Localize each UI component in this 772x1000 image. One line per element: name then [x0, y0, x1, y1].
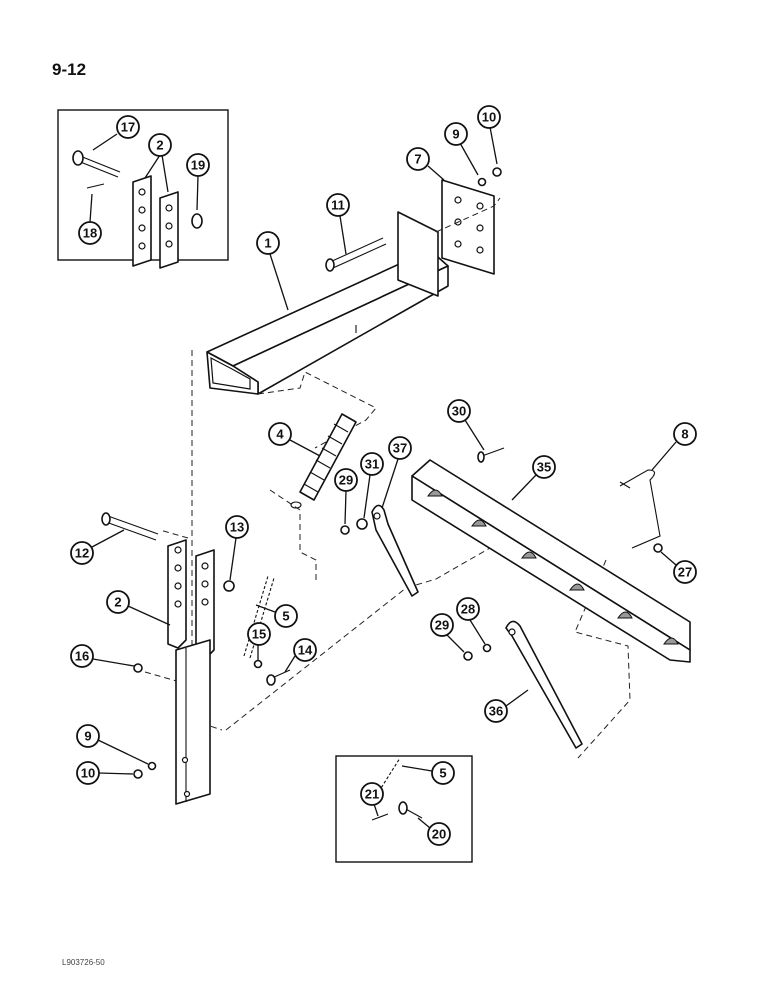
callout-29-upper: 29	[334, 468, 358, 525]
svg-text:27: 27	[678, 565, 692, 580]
callout-10-stand: 10	[76, 761, 134, 785]
svg-text:11: 11	[331, 198, 345, 213]
svg-text:17: 17	[121, 120, 135, 135]
callout-20: 20	[417, 817, 451, 846]
svg-text:12: 12	[75, 546, 89, 561]
nut-13	[223, 580, 235, 592]
svg-text:35: 35	[537, 460, 551, 475]
svg-text:21: 21	[365, 787, 379, 802]
bolt-short	[477, 447, 505, 463]
document-code: L903726-50	[62, 958, 105, 967]
svg-text:36: 36	[489, 704, 503, 719]
lock-washer-top	[477, 177, 487, 187]
clevis-pin-inset	[398, 801, 423, 819]
bolt-long	[325, 237, 387, 272]
callout-28: 28	[456, 597, 486, 645]
svg-text:15: 15	[252, 627, 266, 642]
svg-text:29: 29	[339, 473, 353, 488]
callout-15: 15	[247, 622, 271, 660]
callout-21: 21	[360, 782, 384, 817]
callout-5: 5	[255, 604, 298, 628]
callout-8: 8	[651, 422, 697, 471]
svg-text:37: 37	[393, 441, 407, 456]
stand-leg	[167, 539, 215, 805]
svg-text:20: 20	[432, 827, 446, 842]
callout-9-stand: 9	[76, 724, 149, 765]
cotter-pin-inset	[371, 813, 389, 821]
lock-nut-29	[340, 525, 350, 535]
callout-2-stand: 2	[106, 590, 171, 626]
callout-31: 31	[360, 452, 384, 519]
callout-5-inset: 5	[401, 761, 455, 785]
washer-9b	[147, 761, 157, 771]
u-bolt	[619, 469, 661, 549]
callout-35: 35	[511, 455, 556, 501]
svg-text:5: 5	[282, 609, 289, 624]
washer-inset	[191, 213, 203, 229]
callout-1: 1	[256, 231, 289, 311]
callout-4: 4	[268, 422, 321, 457]
svg-text:2: 2	[156, 138, 163, 153]
callout-12: 12	[70, 529, 125, 565]
svg-text:10: 10	[482, 110, 496, 125]
spring	[290, 413, 357, 509]
svg-text:29: 29	[435, 618, 449, 633]
svg-text:14: 14	[298, 643, 313, 658]
callout-18: 18	[78, 193, 102, 245]
callout-9-top: 9	[444, 122, 479, 176]
svg-text:13: 13	[230, 520, 244, 535]
pin-14	[266, 669, 291, 686]
callout-16: 16	[70, 644, 135, 668]
svg-text:30: 30	[452, 404, 466, 419]
chain	[243, 575, 275, 659]
cotter-pin	[86, 183, 105, 189]
mounting-plate	[441, 179, 495, 275]
callout-2-inset: 2	[144, 133, 172, 193]
strap-pair-inset	[132, 175, 179, 269]
washer-31	[356, 518, 368, 530]
bolt-12	[101, 512, 159, 541]
svg-text:1: 1	[264, 236, 271, 251]
clevis-pin	[72, 150, 121, 178]
svg-text:10: 10	[81, 766, 95, 781]
svg-text:2: 2	[114, 595, 121, 610]
handle-short	[371, 504, 419, 597]
nut-ubolt	[653, 543, 663, 553]
callout-30: 30	[447, 399, 485, 451]
svg-text:7: 7	[414, 152, 421, 167]
lock-nut-29b	[463, 651, 473, 661]
svg-text:31: 31	[365, 457, 379, 472]
svg-text:18: 18	[83, 226, 97, 241]
callout-11: 11	[326, 193, 350, 255]
svg-text:8: 8	[681, 427, 688, 442]
callout-29-lower: 29	[430, 613, 465, 653]
callout-13: 13	[225, 515, 249, 581]
slotted-bracket	[411, 459, 691, 663]
svg-text:9: 9	[84, 729, 91, 744]
nut-10b	[133, 769, 143, 779]
handle-long	[505, 620, 583, 749]
washer-15	[253, 659, 263, 669]
inset-box-chain	[335, 755, 473, 863]
svg-text:19: 19	[191, 158, 205, 173]
callout-36: 36	[484, 689, 529, 723]
callout-10-top: 10	[477, 105, 501, 165]
page-number: 9-12	[52, 60, 87, 79]
washer-28	[482, 643, 492, 653]
callout-27: 27	[660, 551, 697, 584]
svg-text:4: 4	[276, 427, 284, 442]
svg-text:9: 9	[452, 127, 459, 142]
callout-17: 17	[92, 115, 140, 151]
callout-7: 7	[406, 147, 445, 181]
callout-19: 19	[186, 153, 210, 211]
svg-text:16: 16	[75, 649, 89, 664]
main-tube	[206, 211, 449, 395]
callout-37: 37	[381, 436, 412, 509]
callout-14: 14	[284, 638, 317, 673]
nut-16	[133, 663, 143, 673]
hex-nut-top	[492, 167, 502, 177]
svg-text:5: 5	[439, 766, 446, 781]
svg-text:28: 28	[461, 602, 475, 617]
